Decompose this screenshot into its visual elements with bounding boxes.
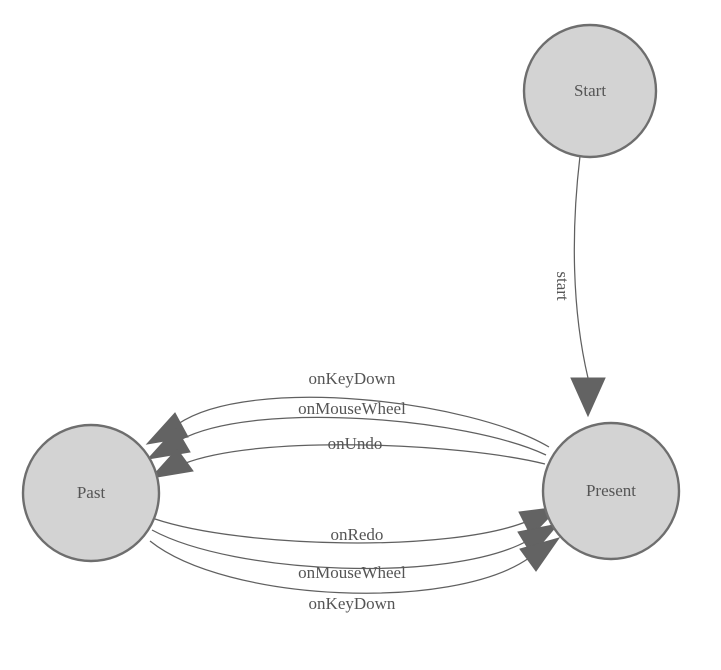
node-past[interactable]: Past <box>21 423 161 563</box>
node-past-label: Past <box>77 483 106 502</box>
edge-undo[interactable] <box>149 444 546 479</box>
edge-label-keydown-down: onKeyDown <box>309 594 396 613</box>
edge-undo-arrowhead <box>149 448 194 479</box>
node-start-label: Start <box>574 81 606 100</box>
edge-label-mousewheel-up: onMouseWheel <box>298 399 406 418</box>
node-past-circle <box>21 423 161 563</box>
node-present[interactable]: Present <box>541 421 681 561</box>
edge-label-undo: onUndo <box>328 434 383 453</box>
edge-mousewheel-up-arrowhead <box>146 427 191 460</box>
edge-keydown-up-path <box>177 396 550 448</box>
edge-start-path <box>573 155 589 379</box>
edge-undo-path <box>182 444 546 465</box>
node-present-circle <box>541 421 681 561</box>
node-start-circle <box>522 23 658 159</box>
node-start[interactable]: Start <box>522 23 658 159</box>
edge-mousewheel-up[interactable] <box>146 416 547 460</box>
edge-label-redo: onRedo <box>331 525 384 544</box>
edge-keydown-down-arrowhead <box>519 537 561 572</box>
edge-mousewheel-down-path <box>151 529 528 570</box>
edge-keydown-down-path <box>149 540 530 594</box>
edge-label-mousewheel-down: onMouseWheel <box>298 563 406 582</box>
node-present-label: Present <box>586 481 636 500</box>
edge-start[interactable] <box>570 155 606 418</box>
edge-mousewheel-up-path <box>179 416 547 456</box>
edge-start-arrowhead <box>570 377 606 418</box>
edge-keydown-down[interactable] <box>149 537 561 594</box>
edge-label-keydown-up: onKeyDown <box>309 369 396 388</box>
edge-redo-path <box>154 518 529 544</box>
edge-label-start: start <box>553 271 572 301</box>
